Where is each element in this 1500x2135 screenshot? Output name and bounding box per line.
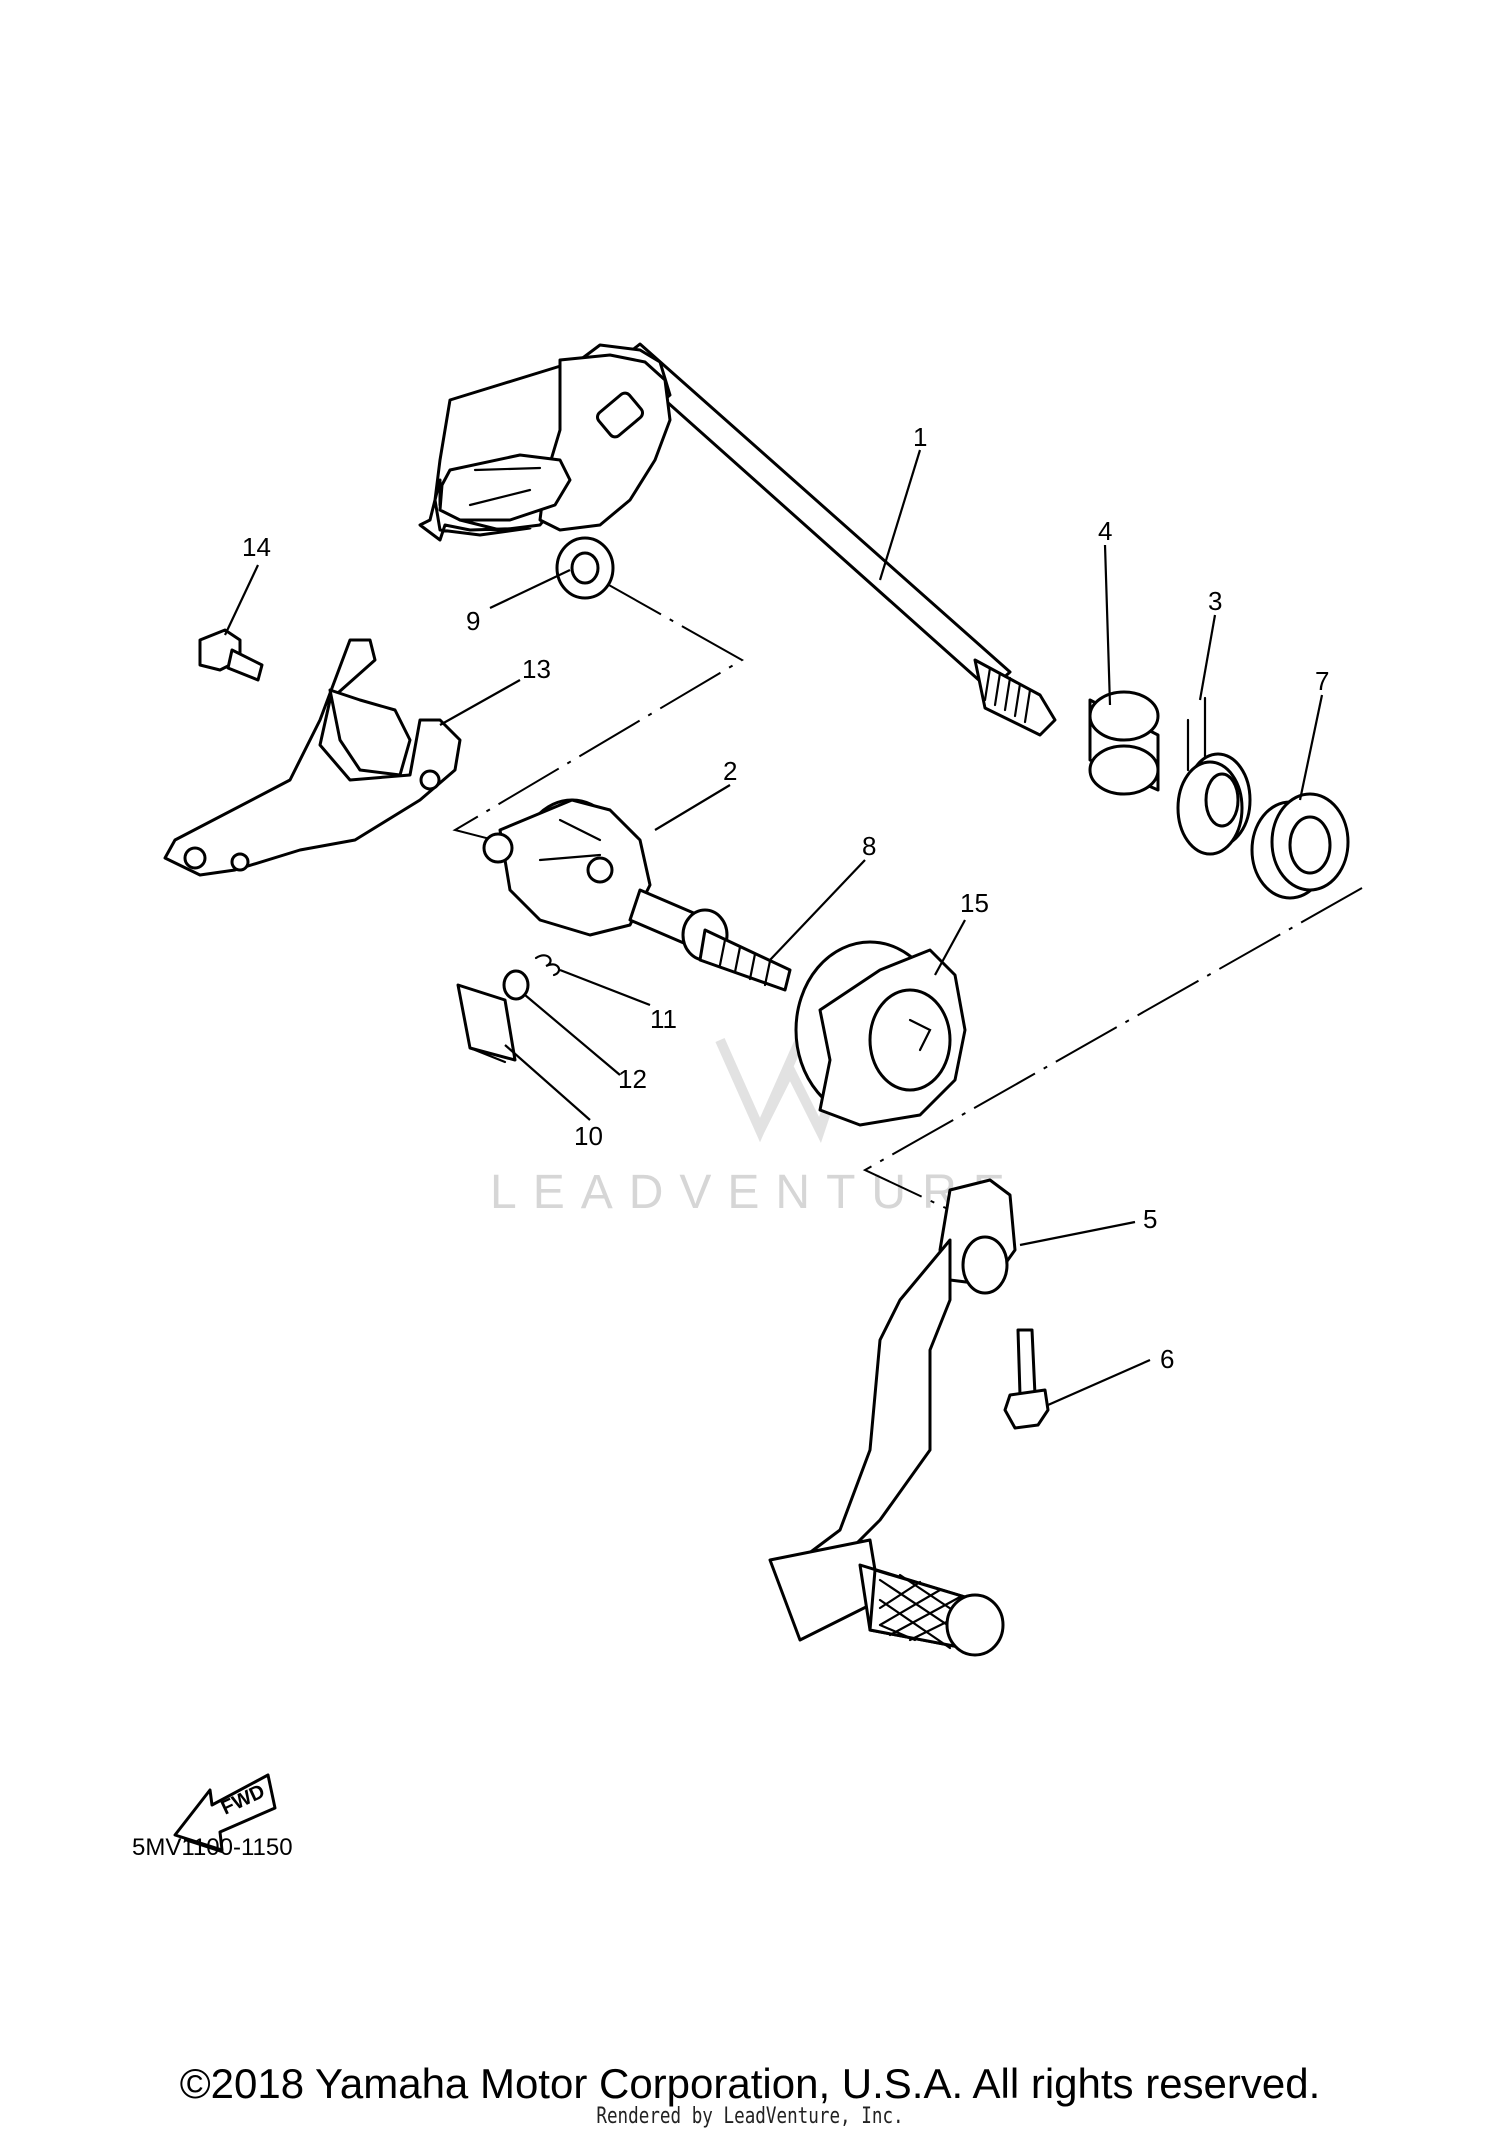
- callout-7: 7: [1315, 666, 1329, 696]
- knurled-grip: [868, 1568, 1005, 1657]
- oil-seal-part-7: [1250, 792, 1350, 900]
- callout-11: 11: [650, 1004, 677, 1034]
- callout-labels: 1 2 3 4 5 6 7 8 9 10 11 12 13 14 15: [242, 422, 1329, 1374]
- torsion-spring-part-3: [1176, 696, 1252, 856]
- collar-part-4: [1088, 690, 1160, 796]
- callout-10: 10: [574, 1121, 603, 1151]
- watermark-logo: LEADVENTURE: [490, 1037, 1021, 1219]
- callout-15: 15: [960, 888, 989, 918]
- small-spring-part-11: [534, 954, 561, 977]
- callout-5: 5: [1143, 1204, 1157, 1234]
- callout-4: 4: [1098, 516, 1112, 546]
- pin-bolt-part-8: [628, 888, 792, 992]
- callout-2: 2: [723, 756, 737, 786]
- copyright-notice: ©2018 Yamaha Motor Corporation, U.S.A. A…: [179, 2060, 1321, 2107]
- leader-lines: [224, 449, 1324, 1407]
- callout-6: 6: [1160, 1344, 1174, 1374]
- forward-arrow-icon: FWD: [173, 1773, 277, 1854]
- callout-14: 14: [242, 532, 271, 562]
- shift-pedal-part-5: [768, 1178, 1017, 1657]
- callout-13: 13: [522, 654, 551, 684]
- diagram-code: 5MV1100-1150: [132, 1834, 293, 1861]
- callout-1: 1: [913, 422, 927, 452]
- shift-shaft-part-1: [418, 342, 1057, 737]
- callout-9: 9: [466, 606, 480, 636]
- callout-3: 3: [1208, 586, 1222, 616]
- shift-cam-segment-part-2: [482, 798, 652, 937]
- rendered-by-notice: Rendered by LeadVenture, Inc.: [596, 2104, 904, 2129]
- callout-12: 12: [618, 1064, 647, 1094]
- small-pin-part-12: [502, 969, 530, 1001]
- bracket-part-13: [163, 638, 462, 877]
- bolt-part-14: [198, 628, 264, 682]
- washer-part-9: [555, 536, 615, 600]
- callout-8: 8: [862, 831, 876, 861]
- watermark-text: LEADVENTURE: [490, 1166, 1021, 1219]
- stopper-lever-part-15: [794, 940, 967, 1127]
- stopper-plate-part-10: [456, 983, 517, 1064]
- bolt-part-6: [1003, 1328, 1050, 1430]
